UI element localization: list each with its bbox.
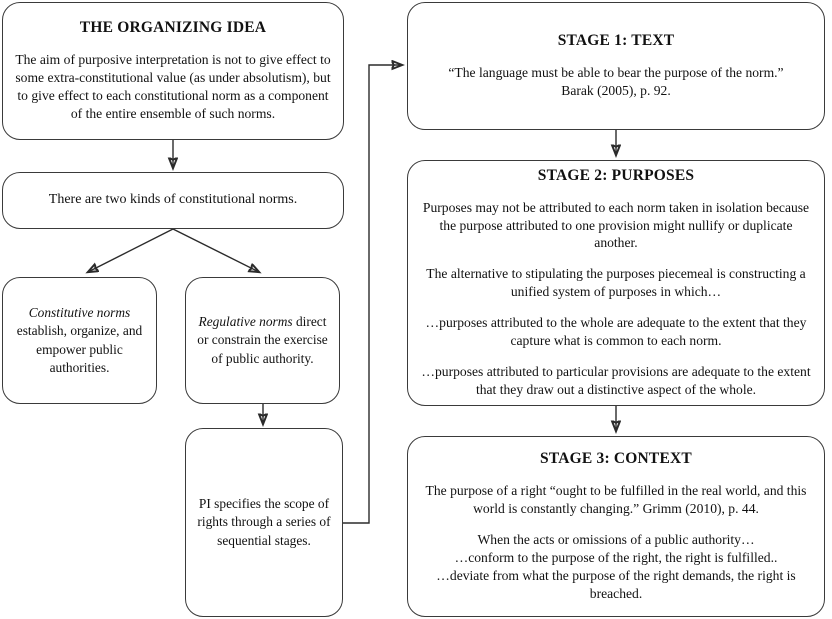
node-stage-1-text[interactable]: STAGE 1: TEXT “The language must be able… bbox=[407, 2, 825, 130]
node-organizing-idea[interactable]: THE ORGANIZING IDEA The aim of purposive… bbox=[2, 2, 344, 140]
stage-1-quote: “The language must be able to bear the p… bbox=[448, 64, 784, 80]
constitutive-norms-rest: establish, organize, and empower public … bbox=[16, 323, 143, 375]
node-constitutive-norms[interactable]: Constitutive norms establish, organize, … bbox=[2, 277, 157, 404]
stage-1-body: “The language must be able to bear the p… bbox=[448, 64, 783, 100]
regulative-norms-text: Regulative norms direct or constrain the… bbox=[196, 313, 329, 367]
stage-1-citation: Barak (2005), p. 92. bbox=[561, 82, 671, 98]
organizing-idea-title: THE ORGANIZING IDEA bbox=[79, 19, 267, 37]
constitutive-norms-emphasis: Constitutive norms bbox=[28, 305, 131, 321]
stage-3-para-2-line-3: …deviate from what the purpose of the ri… bbox=[436, 567, 796, 601]
stage-1-title: STAGE 1: TEXT bbox=[557, 32, 675, 50]
constitutive-norms-text: Constitutive norms establish, organize, … bbox=[13, 304, 146, 376]
pi-stages-body: PI specifies the scope of rights through… bbox=[196, 495, 332, 549]
two-kinds-text: There are two kinds of constitutional no… bbox=[48, 192, 298, 208]
stage-2-title: STAGE 2: PURPOSES bbox=[537, 166, 695, 184]
organizing-idea-body: The aim of purposive interpretation is n… bbox=[13, 51, 333, 123]
stage-2-para-3: …purposes attributed to the whole are ad… bbox=[425, 315, 807, 349]
edge-two-kinds-to-regulative bbox=[172, 228, 259, 272]
node-regulative-norms[interactable]: Regulative norms direct or constrain the… bbox=[185, 277, 340, 404]
constitutive-norms-body: Constitutive norms establish, organize, … bbox=[13, 304, 146, 376]
stage-3-para-1: The purpose of a right “ought to be fulf… bbox=[425, 482, 807, 516]
stage-3-para-2-line-2: …conform to the purpose of the right, th… bbox=[454, 549, 778, 565]
edge-two-kinds-to-constitutive bbox=[88, 228, 174, 272]
regulative-norms-rest: direct or constrain the exercise of publ… bbox=[197, 314, 328, 366]
stage-2-para-2: The alternative to stipulating the purpo… bbox=[426, 266, 806, 300]
node-stage-3-context[interactable]: STAGE 3: CONTEXT The purpose of a right … bbox=[407, 436, 825, 617]
node-stage-2-purposes[interactable]: STAGE 2: PURPOSES Purposes may not be at… bbox=[407, 160, 825, 406]
node-pi-stages[interactable]: PI specifies the scope of rights through… bbox=[185, 428, 343, 617]
stage-3-title: STAGE 3: CONTEXT bbox=[540, 450, 692, 468]
stage-2-body: Purposes may not be attributed to each n… bbox=[418, 199, 814, 399]
stage-2-para-4: …purposes attributed to particular provi… bbox=[421, 364, 811, 398]
two-kinds-body: There are two kinds of constitutional no… bbox=[49, 191, 297, 209]
pi-stages-text: PI specifies the scope of rights through… bbox=[197, 496, 331, 548]
node-two-kinds[interactable]: There are two kinds of constitutional no… bbox=[2, 172, 344, 229]
stage-3-body: The purpose of a right “ought to be fulf… bbox=[418, 482, 814, 603]
regulative-norms-body: Regulative norms direct or constrain the… bbox=[196, 313, 329, 367]
organizing-idea-text: The aim of purposive interpretation is n… bbox=[15, 51, 331, 121]
regulative-norms-emphasis: Regulative norms bbox=[198, 314, 293, 330]
edge-pi-stages-to-stage1 bbox=[343, 65, 402, 524]
stage-3-para-2-line-1: When the acts or omissions of a public a… bbox=[477, 531, 755, 547]
stage-2-para-1: Purposes may not be attributed to each n… bbox=[422, 199, 810, 251]
